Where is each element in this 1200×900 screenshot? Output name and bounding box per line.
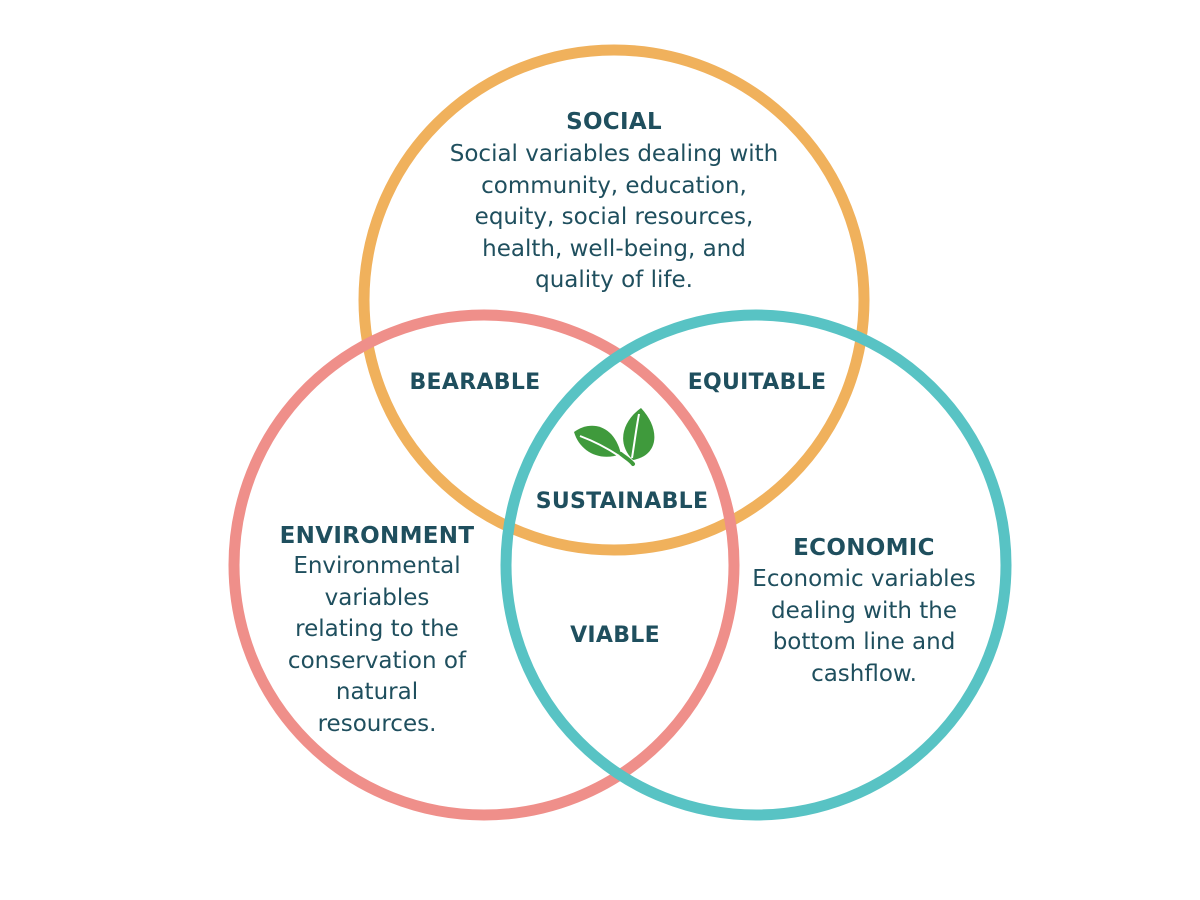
sustainable-label: SUSTAINABLE <box>535 489 709 514</box>
social-title: SOCIAL <box>566 109 662 135</box>
environment-title: ENVIRONMENT <box>279 523 475 549</box>
environment-description: Environmental variables relating to the … <box>287 553 467 737</box>
leaf-icon <box>574 408 655 466</box>
social-description: Social variables dealing with community,… <box>449 141 779 293</box>
environment-circle <box>228 309 740 821</box>
economic-circle <box>500 309 1012 821</box>
bearable-label: BEARABLE <box>409 370 541 395</box>
viable-label: VIABLE <box>570 623 660 648</box>
equitable-label: EQUITABLE <box>687 370 827 395</box>
economic-title: ECONOMIC <box>793 535 935 561</box>
economic-description: Economic variables dealing with the bott… <box>752 566 976 687</box>
social-circle <box>358 44 870 556</box>
